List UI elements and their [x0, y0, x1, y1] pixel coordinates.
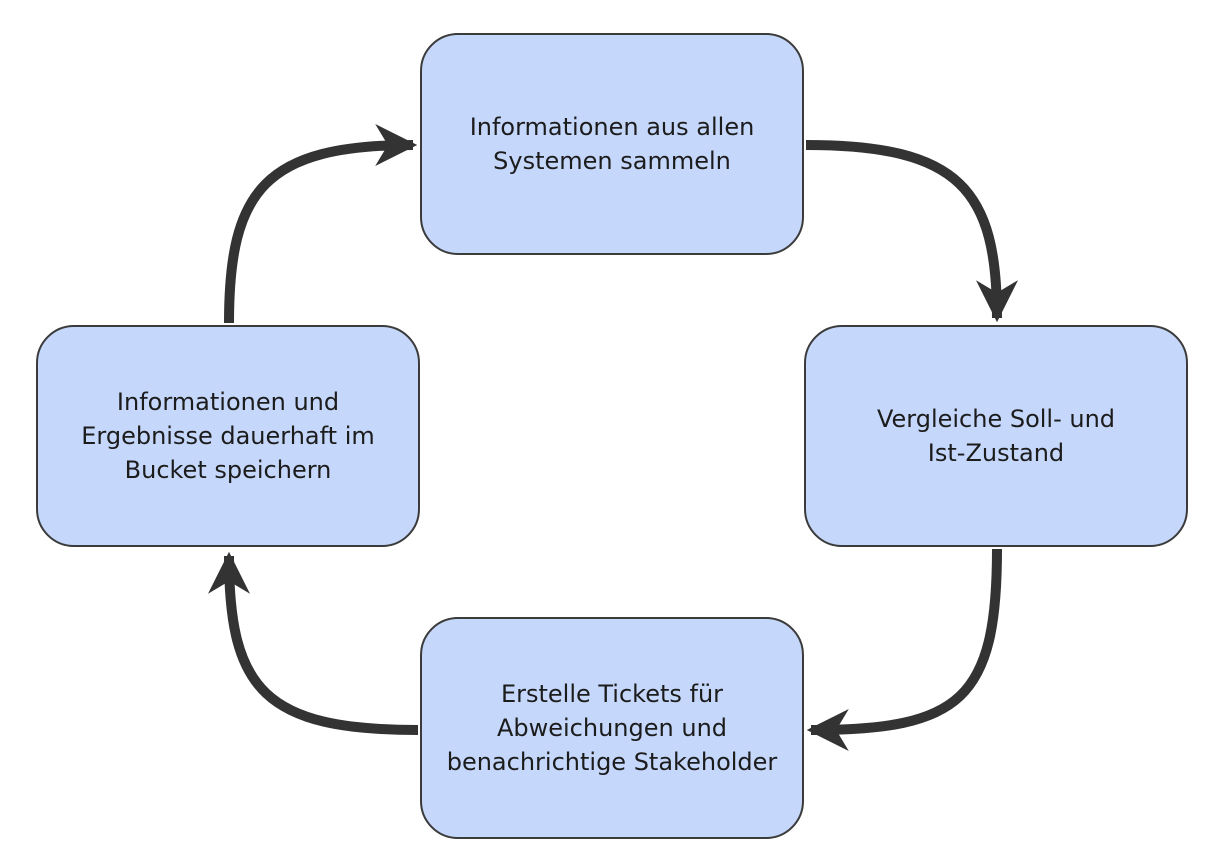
arrow-tickets-to-store [208, 551, 419, 735]
node-compare-state: Vergleiche Soll- und Ist-Zustand [804, 325, 1188, 547]
node-store-results: Informationen und Ergebnisse dauerhaft i… [36, 325, 420, 547]
node-create-tickets: Erstelle Tickets für Abweichungen und be… [420, 617, 804, 839]
node-collect-information-label: Informationen aus allen Systemen sammeln [469, 113, 755, 175]
arrow-store-to-collect [224, 124, 418, 324]
node-create-tickets-label: Erstelle Tickets für Abweichungen und be… [446, 680, 778, 776]
node-store-results-label: Informationen und Ergebnisse dauerhaft i… [81, 388, 375, 484]
node-collect-information: Informationen aus allen Systemen sammeln [420, 33, 804, 255]
arrow-collect-to-compare [805, 140, 1018, 323]
arrow-compare-to-tickets [806, 548, 1002, 751]
node-compare-state-label: Vergleiche Soll- und Ist-Zustand [876, 405, 1116, 467]
